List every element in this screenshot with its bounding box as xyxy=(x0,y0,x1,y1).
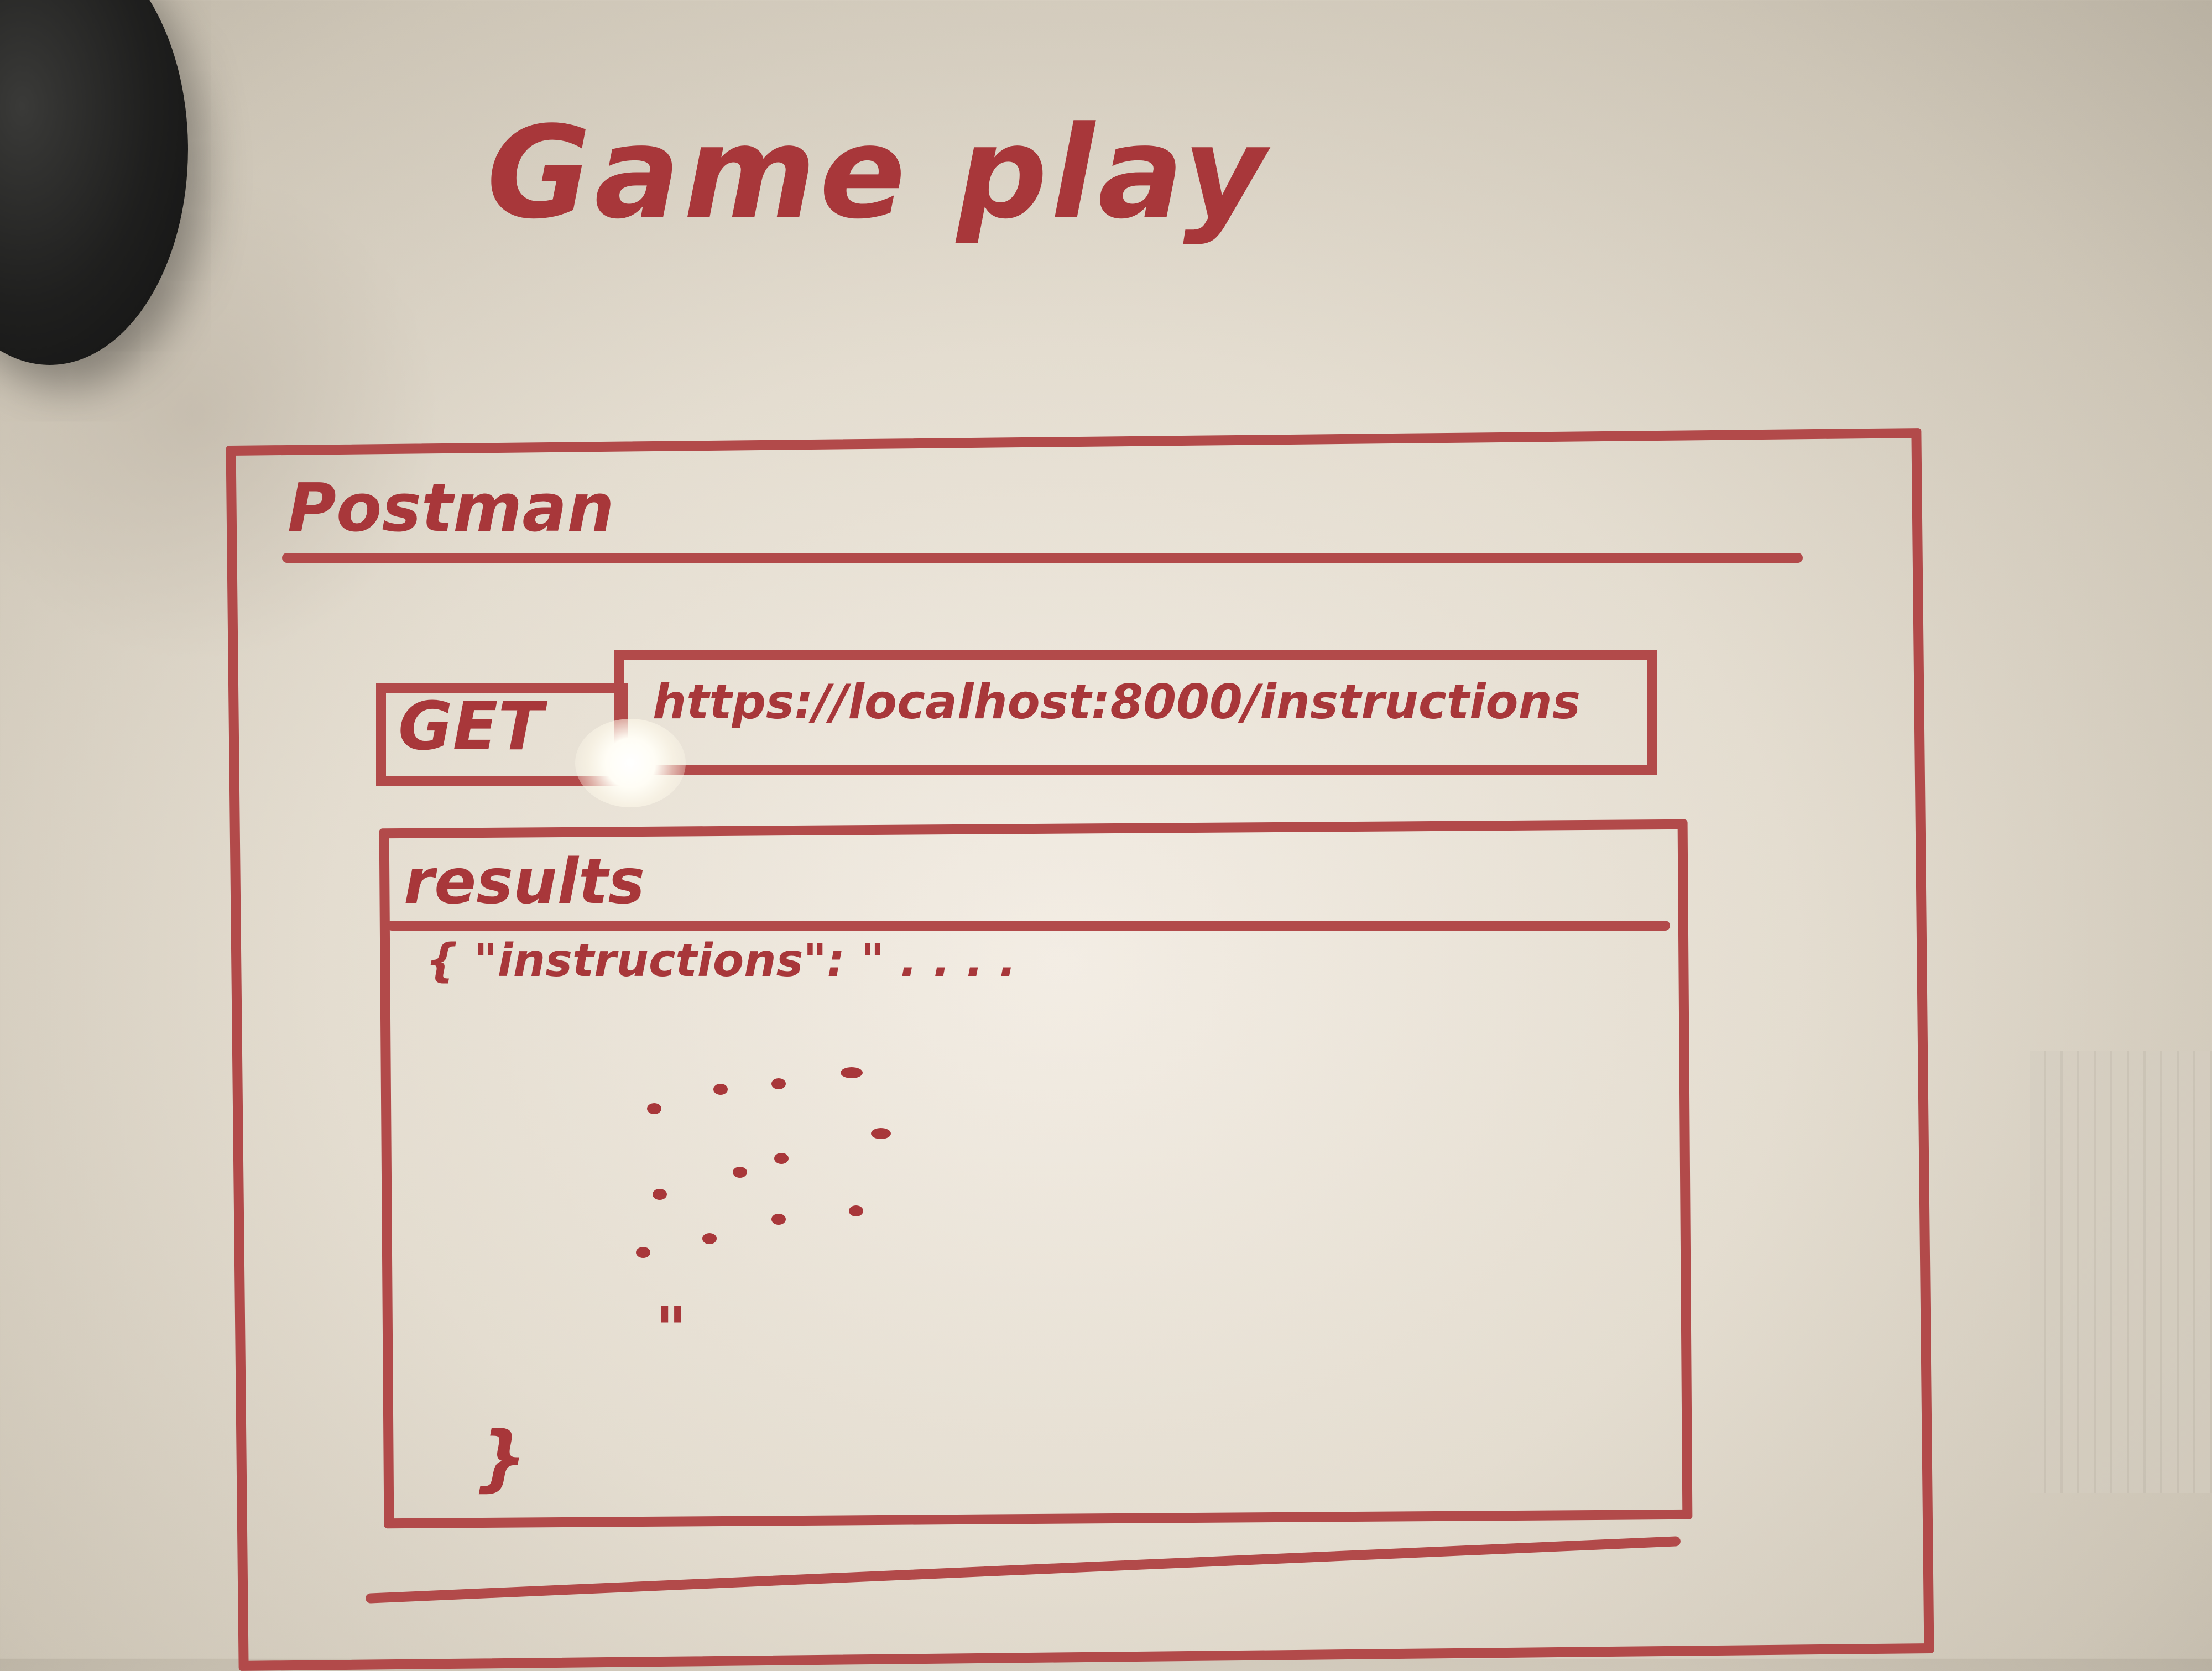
placeholder-dot xyxy=(636,1247,650,1258)
placeholder-dot xyxy=(771,1214,786,1225)
response-close-brace: } xyxy=(476,1416,527,1500)
camera-flash-glare xyxy=(575,719,686,807)
placeholder-dot xyxy=(871,1128,891,1139)
app-name: Postman xyxy=(288,470,614,547)
placeholder-dot xyxy=(841,1067,863,1078)
board-title: Game play xyxy=(487,100,1270,247)
results-label: results xyxy=(404,846,645,918)
placeholder-dot xyxy=(653,1189,667,1200)
placeholder-dot xyxy=(733,1167,747,1178)
placeholder-dot xyxy=(771,1078,786,1089)
results-header-divider xyxy=(387,921,1670,931)
response-open-line: { "instructions": " . . . . xyxy=(426,934,1016,987)
url-input[interactable]: https://localhost:8000/instructions xyxy=(653,675,1580,730)
wall-panel xyxy=(2030,1051,2212,1493)
placeholder-dot xyxy=(849,1205,863,1216)
placeholder-dot xyxy=(647,1103,661,1114)
url-input-box[interactable] xyxy=(614,650,1657,775)
placeholder-dot xyxy=(702,1233,717,1244)
method-select[interactable]: GET xyxy=(398,688,544,765)
app-header-divider xyxy=(282,553,1803,563)
response-closing-quote: " xyxy=(655,1294,687,1365)
placeholder-dot xyxy=(713,1084,728,1095)
placeholder-dot xyxy=(774,1153,789,1164)
